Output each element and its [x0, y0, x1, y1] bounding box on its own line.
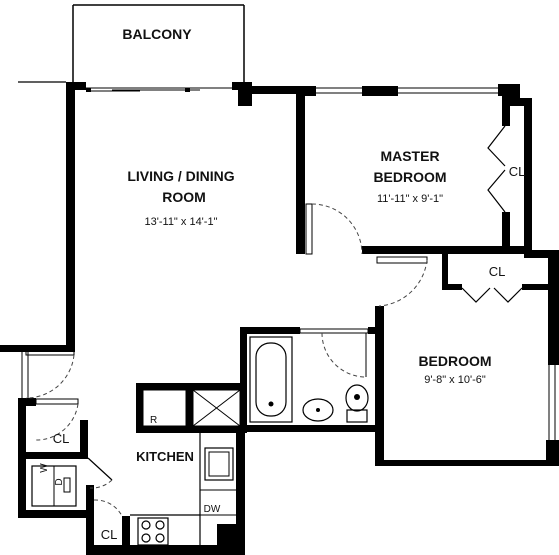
- balcony-sliding-door: [86, 87, 232, 92]
- bedroom-dimensions: 9'-8" x 10'-6": [424, 374, 486, 386]
- entry-closet-door: [35, 398, 79, 441]
- kitchen-counter: [130, 433, 236, 545]
- bathtub: [249, 336, 293, 423]
- living-label-line2: ROOM: [162, 189, 206, 205]
- master-dimensions: 11'-11" x 9'-1": [377, 193, 443, 205]
- master-label-line2: BEDROOM: [373, 169, 446, 185]
- refrigerator-box: [142, 389, 187, 427]
- stove: [137, 517, 169, 546]
- bedroom-closet-label: CL: [489, 264, 506, 279]
- laundry-door: [87, 457, 113, 489]
- dishwasher-label: DW: [204, 504, 221, 515]
- kitchen-closet-door: [93, 499, 123, 517]
- master-door: [305, 203, 363, 255]
- refrigerator-label: R: [150, 415, 157, 426]
- living-dimensions: 13'-11" x 14'-1": [145, 216, 218, 228]
- entry-closet-label: CL: [53, 431, 70, 446]
- balcony-label: BALCONY: [122, 26, 192, 42]
- dryer-label: D: [54, 478, 65, 485]
- master-closet-label: CL: [509, 164, 526, 179]
- living-label-line1: LIVING / DINING: [127, 168, 234, 184]
- bedroom-closet-doors: [461, 287, 523, 303]
- kitchen-closet-label: CL: [101, 527, 118, 542]
- washer-dryer: [31, 465, 77, 507]
- bedroom-label: BEDROOM: [418, 353, 491, 369]
- bedroom-door: [376, 256, 428, 307]
- master-label-line1: MASTER: [380, 148, 439, 164]
- walls: [0, 82, 559, 555]
- master-closet-doors: [487, 125, 506, 213]
- toilet: [345, 384, 369, 423]
- balcony-outline: [72, 4, 245, 82]
- entry-door: [25, 349, 75, 399]
- bath-sink: [302, 398, 334, 422]
- washer-label: W: [39, 463, 50, 473]
- bathroom-door: [299, 328, 369, 378]
- linen-box: [192, 389, 241, 427]
- kitchen-label: KITCHEN: [136, 449, 194, 464]
